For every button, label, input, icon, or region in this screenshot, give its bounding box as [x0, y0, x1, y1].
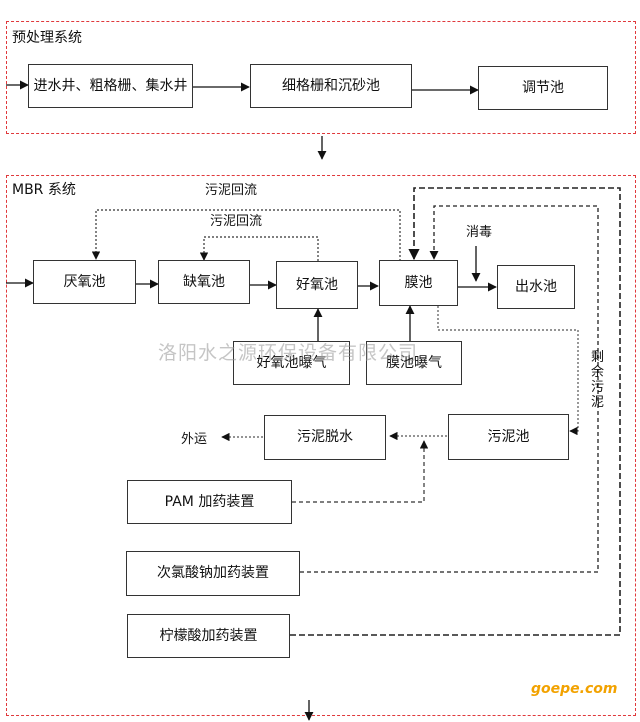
box-regulating-tank: 调节池	[478, 66, 608, 110]
mbr-title: MBR 系统	[12, 182, 76, 198]
box-pam-dosing: PAM 加药装置	[127, 480, 292, 524]
box-hypochlorite-dosing: 次氯酸钠加药装置	[126, 551, 300, 596]
label-sludge-return-outer: 污泥回流	[205, 183, 258, 198]
pretreatment-title: 预处理系统	[12, 30, 82, 46]
line-excess-sludge	[437, 306, 579, 436]
label-haul-away: 外运	[181, 432, 208, 447]
line-sludge-return-inner	[199, 236, 319, 261]
box-anoxic-tank: 缺氧池	[158, 260, 250, 304]
site-watermark: goepe.com	[531, 681, 618, 697]
box-aerobic-tank: 好氧池	[276, 261, 358, 309]
line-sludge-return-outer	[91, 209, 401, 261]
label-disinfection: 消毒	[466, 225, 493, 240]
box-membrane-tank: 膜池	[379, 260, 458, 306]
line-pam-dosing	[292, 440, 429, 503]
mbr-system	[6, 175, 636, 716]
line-citric-dosing	[290, 187, 621, 636]
box-membrane-aeration: 膜池曝气	[366, 341, 462, 385]
box-outlet-tank: 出水池	[497, 265, 575, 309]
line-hypochlorite-dosing	[300, 205, 599, 573]
box-anaerobic-tank: 厌氧池	[33, 260, 136, 304]
box-sludge-dewatering: 污泥脱水	[264, 415, 386, 460]
label-sludge-return-inner: 污泥回流	[210, 214, 263, 229]
box-citric-dosing: 柠檬酸加药装置	[127, 614, 290, 658]
box-aerobic-aeration: 好氧池曝气	[233, 341, 350, 385]
company-watermark: 洛阳水之源环保设备有限公司	[158, 342, 419, 364]
box-fine-screen-grit: 细格栅和沉砂池	[250, 64, 412, 108]
box-sludge-tank: 污泥池	[448, 414, 569, 460]
label-excess-sludge: 剩余污泥	[591, 350, 605, 410]
box-inlet-well: 进水井、粗格栅、集水井	[28, 64, 193, 108]
pretreatment-system	[6, 21, 636, 134]
